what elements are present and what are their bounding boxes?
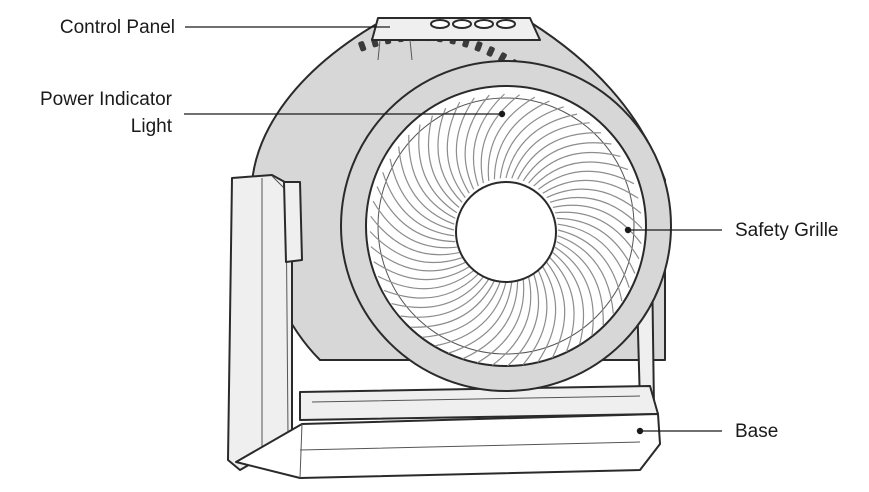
callout-label: Base — [735, 421, 778, 442]
panel-face — [377, 39, 413, 61]
grille-wire — [382, 172, 455, 237]
grille-wire — [427, 115, 460, 208]
leader-dot — [624, 226, 632, 234]
grille-wire — [464, 94, 490, 190]
grille-wire — [377, 270, 474, 290]
callout-safety-grille: Safety Grille — [624, 220, 838, 241]
callout-base: Base — [636, 421, 778, 442]
grille-wire — [522, 142, 612, 182]
grille-wire — [557, 223, 630, 288]
grille-wire — [391, 276, 484, 309]
grille-wire — [511, 122, 590, 179]
grille-wire — [491, 276, 532, 366]
grille-wire — [557, 229, 623, 302]
grille-wire — [398, 146, 455, 225]
grille-wire — [372, 200, 457, 249]
grille-wire — [373, 261, 470, 281]
leader-dot — [636, 427, 644, 435]
grille-wire — [472, 93, 505, 187]
grille-wire — [383, 273, 479, 299]
grille-wire — [505, 113, 578, 179]
grille-wire — [546, 188, 642, 214]
grille-wire — [549, 257, 575, 353]
pivot-knob — [283, 181, 303, 263]
grille-wires — [369, 93, 643, 367]
grille-wire — [542, 179, 639, 199]
grille-wire — [480, 94, 521, 184]
grille-wire — [549, 196, 643, 229]
grille-wire — [437, 107, 463, 203]
control-button — [430, 19, 450, 29]
callout-label: Control Panel — [60, 17, 175, 38]
grille-wire — [556, 241, 604, 326]
callout-label: Safety Grille — [735, 220, 838, 241]
grille-wire — [462, 280, 519, 360]
callout-power-indicator: Power Indicator Light — [40, 89, 506, 137]
grille-wire — [556, 217, 636, 274]
grille-wire — [446, 101, 466, 198]
grille-wire — [533, 161, 629, 187]
grille-wire — [487, 96, 536, 181]
control-button — [496, 19, 516, 29]
grille-wire — [546, 262, 566, 359]
grille-wire — [528, 151, 621, 184]
callout-control-panel: Control Panel — [60, 17, 390, 38]
grille-wire — [499, 106, 564, 179]
base-inner — [299, 395, 641, 479]
grille-wire — [376, 186, 456, 243]
fan-illustration — [227, 17, 672, 479]
base-front — [235, 413, 661, 479]
grille-wire — [552, 204, 642, 245]
grille-wire — [507, 273, 540, 367]
callout-label: Light — [131, 116, 173, 137]
grille-wire — [554, 246, 594, 336]
grille-wire — [370, 246, 466, 272]
grille-wire — [557, 235, 614, 314]
housing-rib — [358, 41, 367, 52]
grille-wire — [493, 100, 550, 180]
grille-wire — [410, 280, 495, 328]
leader-dot — [498, 110, 506, 118]
housing-rib — [486, 46, 495, 57]
grille-wire — [369, 231, 463, 264]
housing-rib — [498, 52, 507, 63]
grille-hub — [455, 181, 557, 283]
grille-wire — [389, 158, 455, 231]
grille-wire — [408, 134, 456, 219]
control-button — [452, 19, 472, 29]
grille-wire — [434, 281, 507, 347]
housing-rib — [474, 41, 483, 52]
control-buttons — [430, 19, 516, 29]
grille-wire — [418, 124, 458, 214]
grille-wire — [400, 278, 490, 318]
left-upright — [227, 174, 293, 471]
grille-wire — [538, 170, 635, 190]
grille-wire — [448, 281, 513, 354]
control-button — [474, 19, 494, 29]
grille-wire — [555, 211, 640, 260]
grille-wire — [455, 97, 475, 194]
grille-wire — [537, 266, 557, 363]
grille-wire — [522, 270, 548, 366]
grille-wire — [552, 252, 585, 345]
grille-wire — [370, 215, 460, 256]
grille-wire — [422, 281, 501, 338]
callout-label: Power Indicator — [40, 89, 173, 110]
grille-wire — [517, 132, 602, 180]
grille-wire — [476, 279, 525, 364]
